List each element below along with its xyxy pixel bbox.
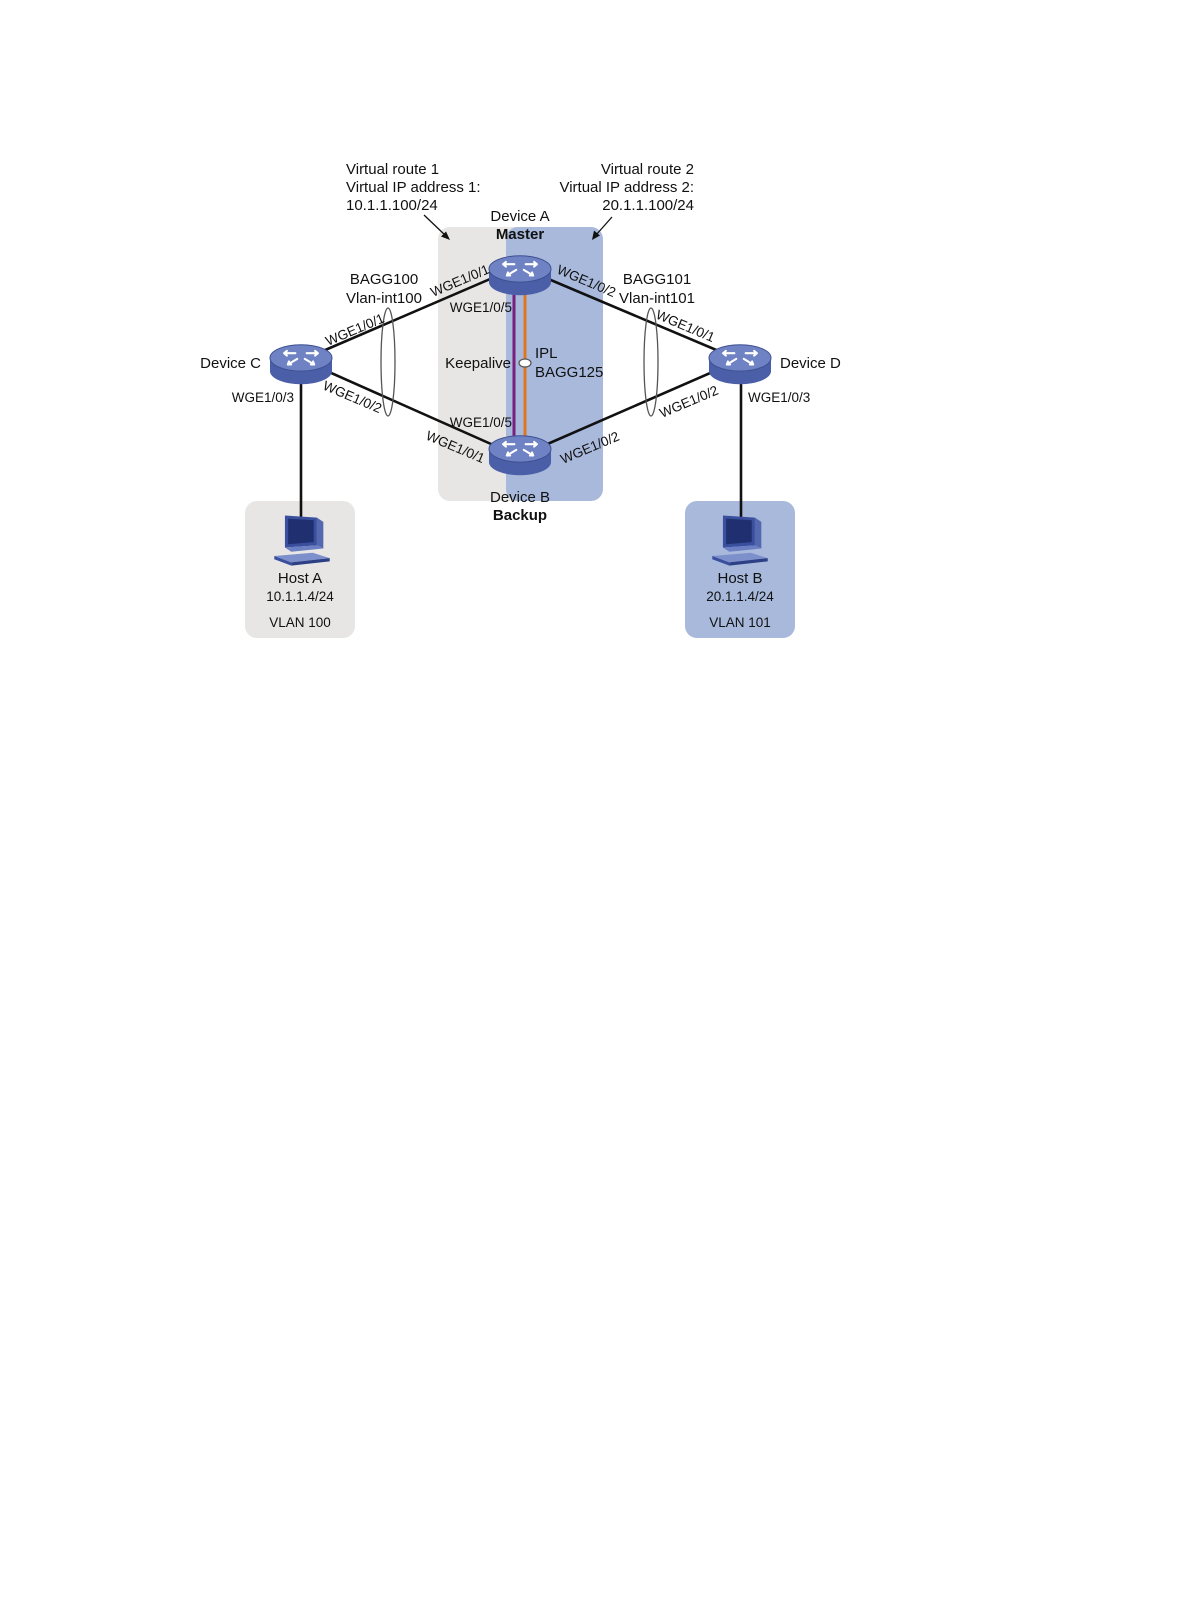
device-c-name: Device C [200, 355, 261, 372]
port-c-up: WGE1/0/1 [323, 311, 386, 349]
bagg100-label: BAGG100 [350, 271, 418, 288]
device-a-switch-icon [487, 254, 553, 297]
vr2-ip: 20.1.1.100/24 [602, 197, 694, 214]
device-a-name: Device A [490, 208, 549, 225]
vr2-title: Virtual route 2 [601, 161, 694, 178]
keepalive-label: Keepalive [445, 355, 511, 372]
vr1-arrow [423, 214, 447, 237]
host-a-vlan: VLAN 100 [269, 615, 331, 630]
port-d-up: WGE1/0/1 [654, 307, 717, 345]
ipl-label: IPL [535, 345, 558, 362]
device-d-name: Device D [780, 355, 841, 372]
device-d-switch-icon [707, 343, 773, 386]
vr2-ip-label: Virtual IP address 2: [559, 179, 694, 196]
device-b-role: Backup [493, 507, 547, 524]
host-a-zone [245, 501, 355, 638]
virtual-route-2-zone [506, 227, 603, 501]
link-a-d [519, 265, 741, 362]
port-a-down: WGE1/0/5 [450, 300, 512, 315]
host-a-name: Host A [278, 570, 322, 587]
port-d-down: WGE1/0/2 [657, 383, 720, 421]
port-d-host: WGE1/0/3 [748, 390, 810, 405]
host-b-name: Host B [717, 570, 762, 587]
vr1-title: Virtual route 1 [346, 161, 439, 178]
host-b-vlan: VLAN 101 [709, 615, 771, 630]
vlan-int101-label: Vlan-int101 [619, 290, 695, 307]
device-b-name: Device B [490, 489, 550, 506]
vr2-arrow [595, 216, 613, 236]
vr1-ip-label: Virtual IP address 1: [346, 179, 481, 196]
port-b-up: WGE1/0/5 [450, 415, 512, 430]
bagg100-ellipse [380, 307, 396, 417]
device-c-switch-icon [268, 343, 334, 386]
device-b-switch-icon [487, 434, 553, 477]
link-b-d [519, 358, 741, 458]
vlan-int100-label: Vlan-int100 [346, 290, 422, 307]
vr1-ip: 10.1.1.100/24 [346, 197, 438, 214]
port-c-host: WGE1/0/3 [232, 390, 294, 405]
host-b-ip: 20.1.1.4/24 [706, 589, 774, 604]
ipl-aggregation-ellipse [518, 358, 532, 368]
vr2-arrowhead [592, 230, 600, 240]
bagg101-label: BAGG101 [623, 271, 691, 288]
host-b-zone [685, 501, 795, 638]
link-c-a [301, 265, 519, 362]
link-c-b [301, 358, 519, 458]
vr1-arrowhead [441, 231, 450, 240]
bagg125-label: BAGG125 [535, 364, 603, 381]
device-a-role: Master [496, 226, 545, 243]
host-a-ip: 10.1.1.4/24 [266, 589, 334, 604]
bagg101-ellipse [643, 307, 659, 417]
